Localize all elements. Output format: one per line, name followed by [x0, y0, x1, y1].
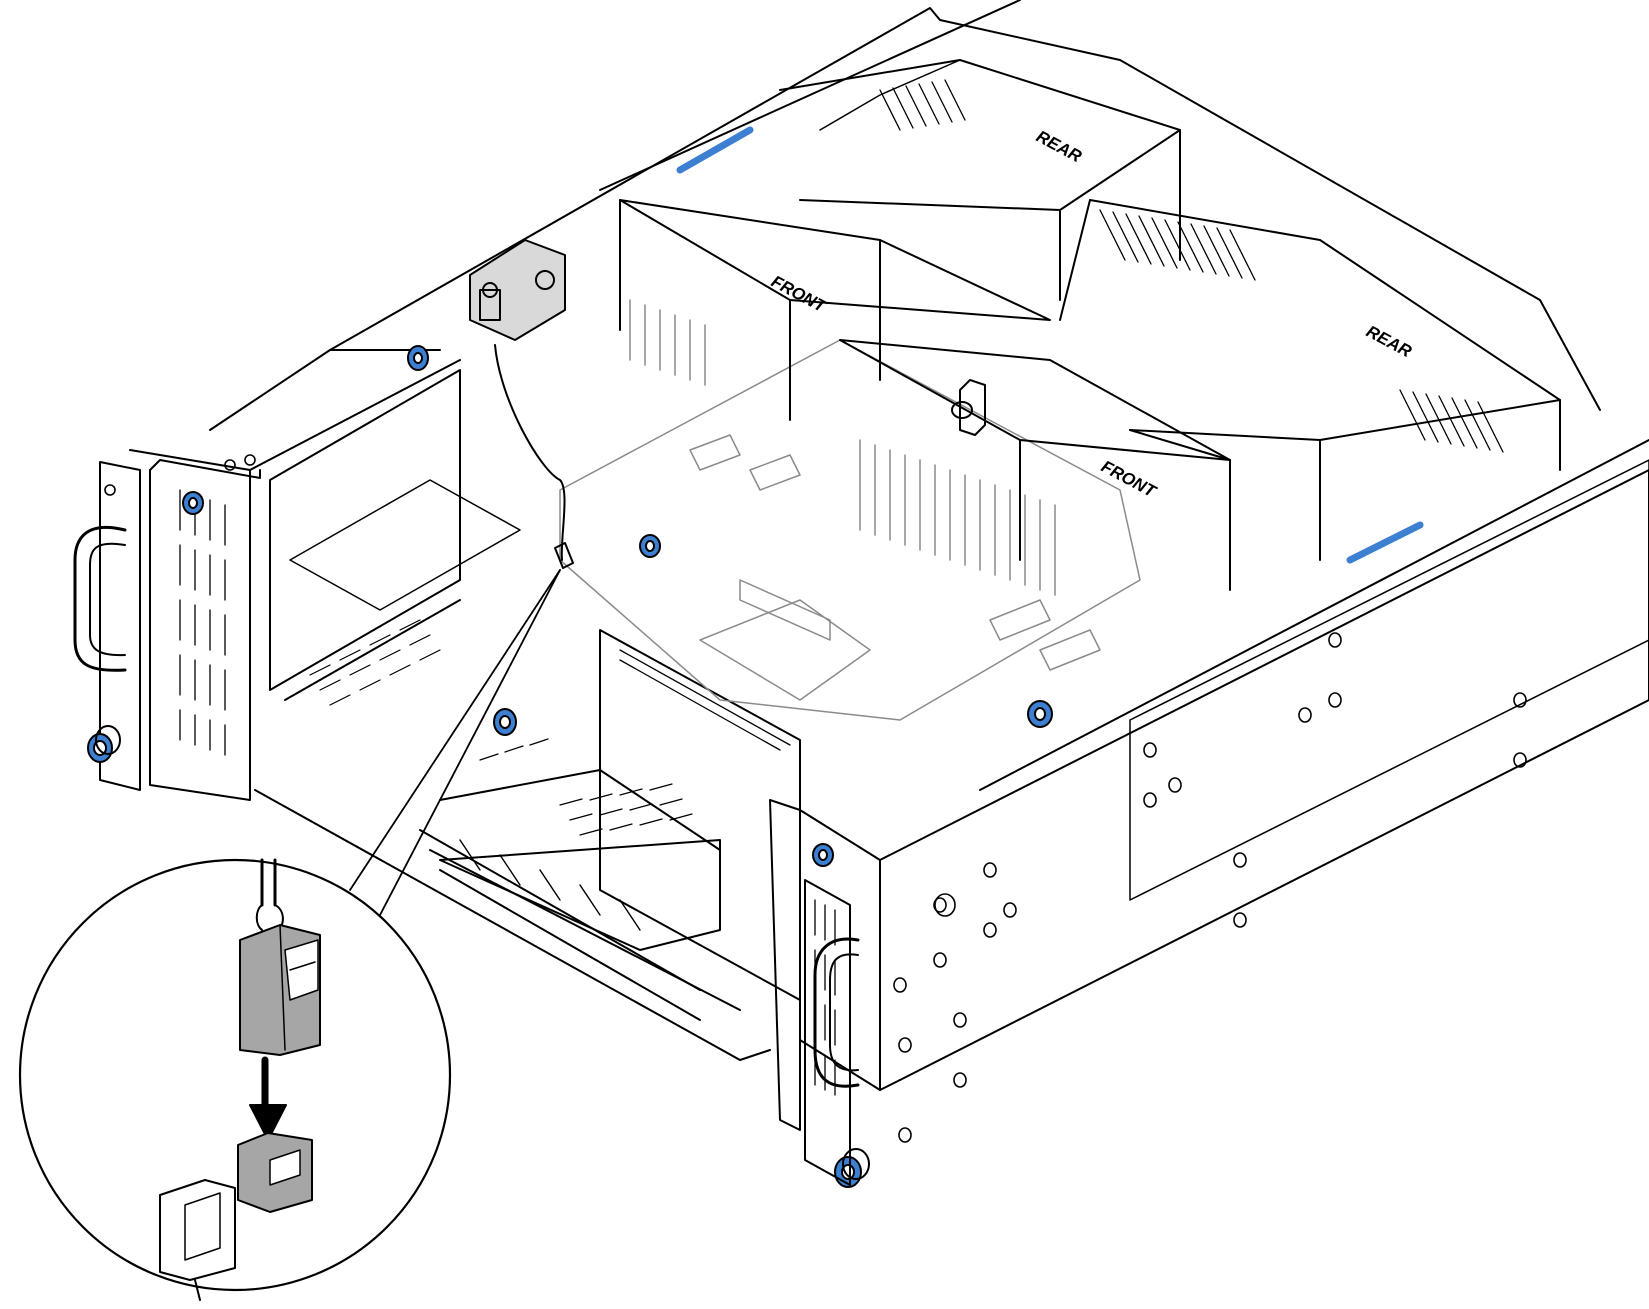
label-rear-top: REAR — [1033, 127, 1085, 167]
system-board — [559, 299, 1141, 721]
thumbscrew-icon[interactable] — [87, 725, 121, 763]
release-tab[interactable] — [676, 126, 1424, 564]
thumbscrew-icon[interactable] — [1027, 700, 1053, 728]
thumbscrew-icon[interactable] — [182, 491, 204, 515]
thumbscrew-icon[interactable] — [639, 534, 661, 558]
intrusion-switch-bracket — [469, 239, 566, 341]
thumbscrew-icon[interactable] — [834, 1148, 870, 1188]
cable-connector — [239, 924, 321, 1056]
right-handle[interactable] — [813, 937, 860, 1088]
label-rear-right: REAR — [1363, 322, 1415, 362]
left-handle[interactable] — [73, 525, 127, 672]
switch-cable — [494, 344, 574, 569]
board-header — [159, 1132, 313, 1301]
drive-cage — [269, 369, 801, 1021]
label-front-left: FRONT — [768, 272, 830, 317]
callout-leader — [349, 569, 561, 916]
chassis — [209, 0, 1649, 1091]
panel-holes — [104, 454, 1527, 1143]
thumbscrew-icon[interactable] — [493, 708, 517, 736]
detail-callout — [18, 858, 452, 1301]
label-front-right: FRONT — [1098, 457, 1160, 502]
arrow-down-icon — [249, 1056, 287, 1141]
thumbscrew-icon[interactable] — [407, 345, 429, 371]
air-baffle-right — [839, 199, 1561, 591]
air-baffle-left — [619, 59, 1181, 421]
left-bezel — [99, 449, 261, 801]
thumbscrew-icon[interactable] — [812, 843, 834, 867]
